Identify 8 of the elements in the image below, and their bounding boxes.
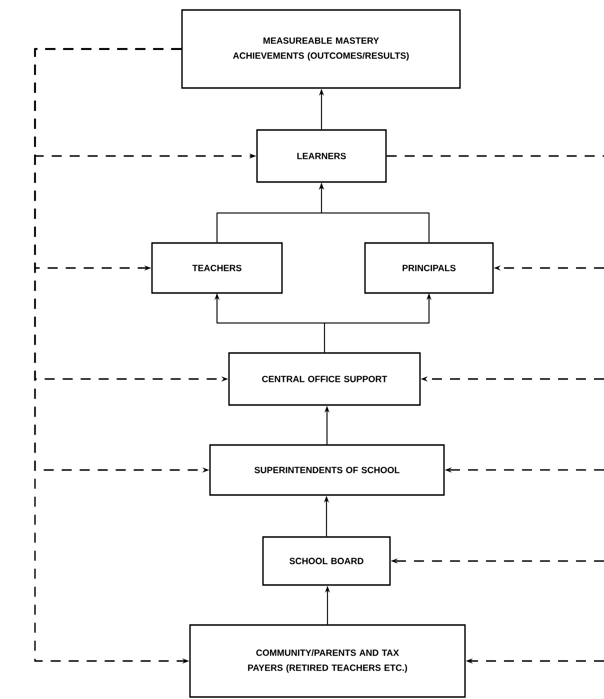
process-box: SCHOOL BOARD [262, 536, 391, 586]
process-box: SUPERINTENDENTS OF SCHOOL [209, 444, 445, 496]
outcome-box: MEASUREABLE MASTERY ACHIEVEMENTS (OUTCOMES/RESULTS) [181, 9, 461, 89]
community-box: COMMUNITY/PARENTS AND TAX PAYERS (RETIRED TEACHERS ETC.) [189, 624, 466, 698]
process-box: PRINCIPALS [364, 242, 494, 294]
process-box: CENTRAL OFFICE SUPPORT [228, 352, 421, 406]
process-box: LEARNERS [256, 129, 387, 183]
process-box: TEACHERS [151, 242, 283, 294]
